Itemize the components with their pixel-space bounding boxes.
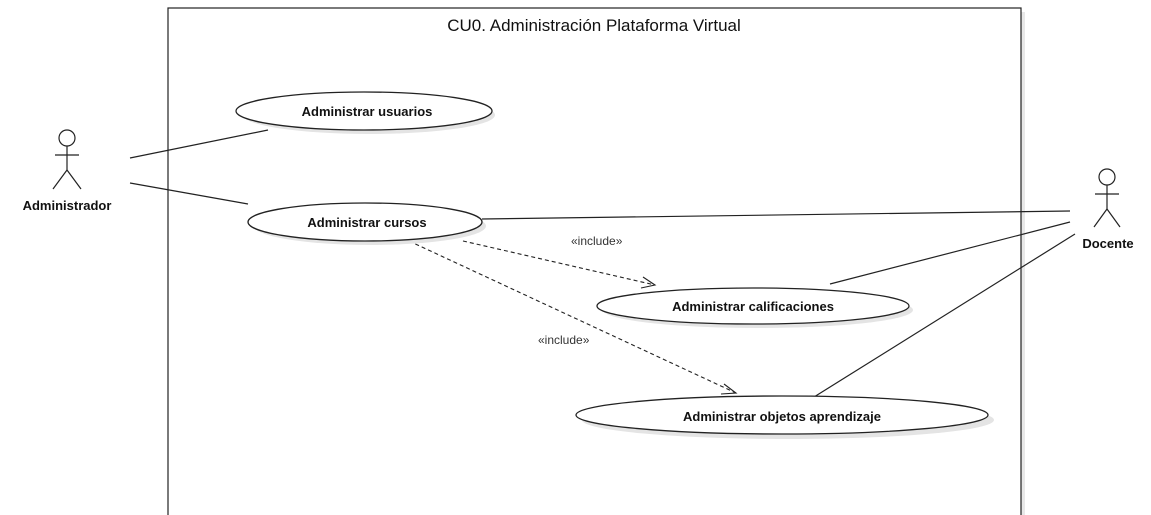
include-cursos-calificaciones — [462, 240, 657, 289]
association-docente-calificaciones — [829, 221, 1071, 285]
use-case-label: Administrar objetos aprendizaje — [683, 409, 881, 424]
association-admin-usuarios — [129, 129, 269, 159]
actor-administrador[interactable]: Administrador — [23, 129, 112, 213]
include-label-calificaciones: «include» — [571, 234, 623, 248]
include-label-objetos: «include» — [538, 333, 590, 347]
use-case-label: Administrar calificaciones — [672, 299, 834, 314]
system-boundary: CU0. Administración Plataforma Virtual — [167, 7, 1025, 515]
association-admin-cursos — [129, 182, 249, 205]
association-docente-cursos — [481, 210, 1071, 220]
use-case-objetos[interactable]: Administrar objetos aprendizaje — [575, 395, 994, 439]
use-case-label: Administrar cursos — [307, 215, 426, 230]
boundary-title: CU0. Administración Plataforma Virtual — [447, 16, 741, 35]
actor-label: Administrador — [23, 198, 112, 213]
use-case-usuarios[interactable]: Administrar usuarios — [235, 91, 495, 134]
use-case-cursos[interactable]: Administrar cursos — [247, 202, 486, 245]
association-docente-objetos — [813, 233, 1076, 398]
stick-figure-icon — [1093, 168, 1121, 228]
use-case-label: Administrar usuarios — [302, 104, 433, 119]
stick-figure-icon — [52, 129, 82, 190]
actor-docente[interactable]: Docente — [1082, 168, 1134, 251]
actor-label: Docente — [1082, 236, 1133, 251]
include-cursos-objetos — [408, 240, 738, 395]
use-case-calificaciones[interactable]: Administrar calificaciones — [596, 287, 913, 328]
